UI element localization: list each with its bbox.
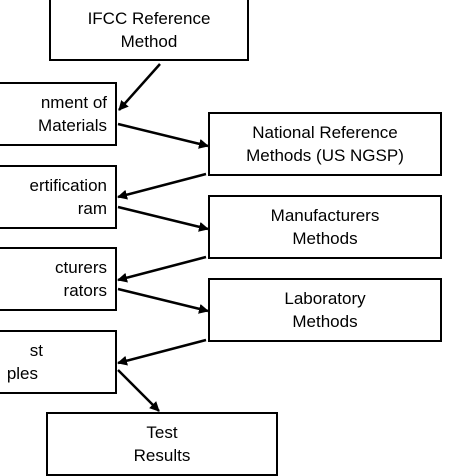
- node-calibrators-line-2: rators: [63, 281, 107, 300]
- node-national-reference-methods: National Reference Methods (US NGSP): [208, 112, 442, 176]
- node-assignment-line-2: Materials: [38, 116, 107, 135]
- node-manufacturers-methods-line-1: Manufacturers: [270, 206, 380, 225]
- node-manufacturers-methods: Manufacturers Methods: [208, 195, 442, 259]
- arrow-certification-to-manufacturers-methods: [117, 205, 209, 232]
- node-laboratory-line-2: Methods: [292, 312, 358, 331]
- node-laboratory-methods: Laboratory Methods: [208, 278, 442, 342]
- node-certification-program: ertification ram: [0, 165, 117, 229]
- arrow-laboratory-to-samples: [117, 338, 207, 366]
- node-manufacturers-calibrators: cturers rators: [0, 247, 117, 311]
- node-test-results: Test Results: [46, 412, 278, 476]
- arrow-national-to-certification: [117, 172, 207, 200]
- node-assignment-line-1: nment of: [40, 93, 107, 112]
- node-ifcc-line-2: Method: [120, 31, 178, 51]
- node-calibrators-line-1: cturers: [55, 258, 107, 277]
- node-national-line-2: Methods (US NGSP): [246, 146, 404, 165]
- arrow-assignment-to-national: [117, 122, 209, 149]
- node-ifcc-line-1: IFCC Reference: [87, 8, 211, 28]
- node-results-line-1: Test: [146, 423, 178, 442]
- node-test-samples: st ples: [0, 330, 117, 394]
- node-manufacturers-methods-line-2: Methods: [292, 229, 358, 248]
- node-assignment-of-materials: nment of Materials: [0, 82, 117, 146]
- node-certification-line-2: ram: [77, 199, 107, 218]
- node-ifcc-reference-method: IFCC Reference Method: [49, 0, 249, 61]
- node-samples-line-2: ples: [6, 364, 38, 383]
- node-laboratory-line-1: Laboratory: [284, 289, 366, 308]
- node-national-line-1: National Reference: [252, 123, 398, 142]
- arrow-samples-to-results: [117, 369, 160, 412]
- node-results-line-2: Results: [133, 446, 191, 465]
- node-samples-line-1: st: [29, 341, 43, 360]
- arrow-calibrators-to-laboratory: [117, 287, 209, 314]
- arrow-ifcc-to-assignment: [118, 63, 161, 111]
- arrow-manufacturers-methods-to-calibrators: [117, 255, 207, 283]
- node-certification-line-1: ertification: [29, 176, 107, 195]
